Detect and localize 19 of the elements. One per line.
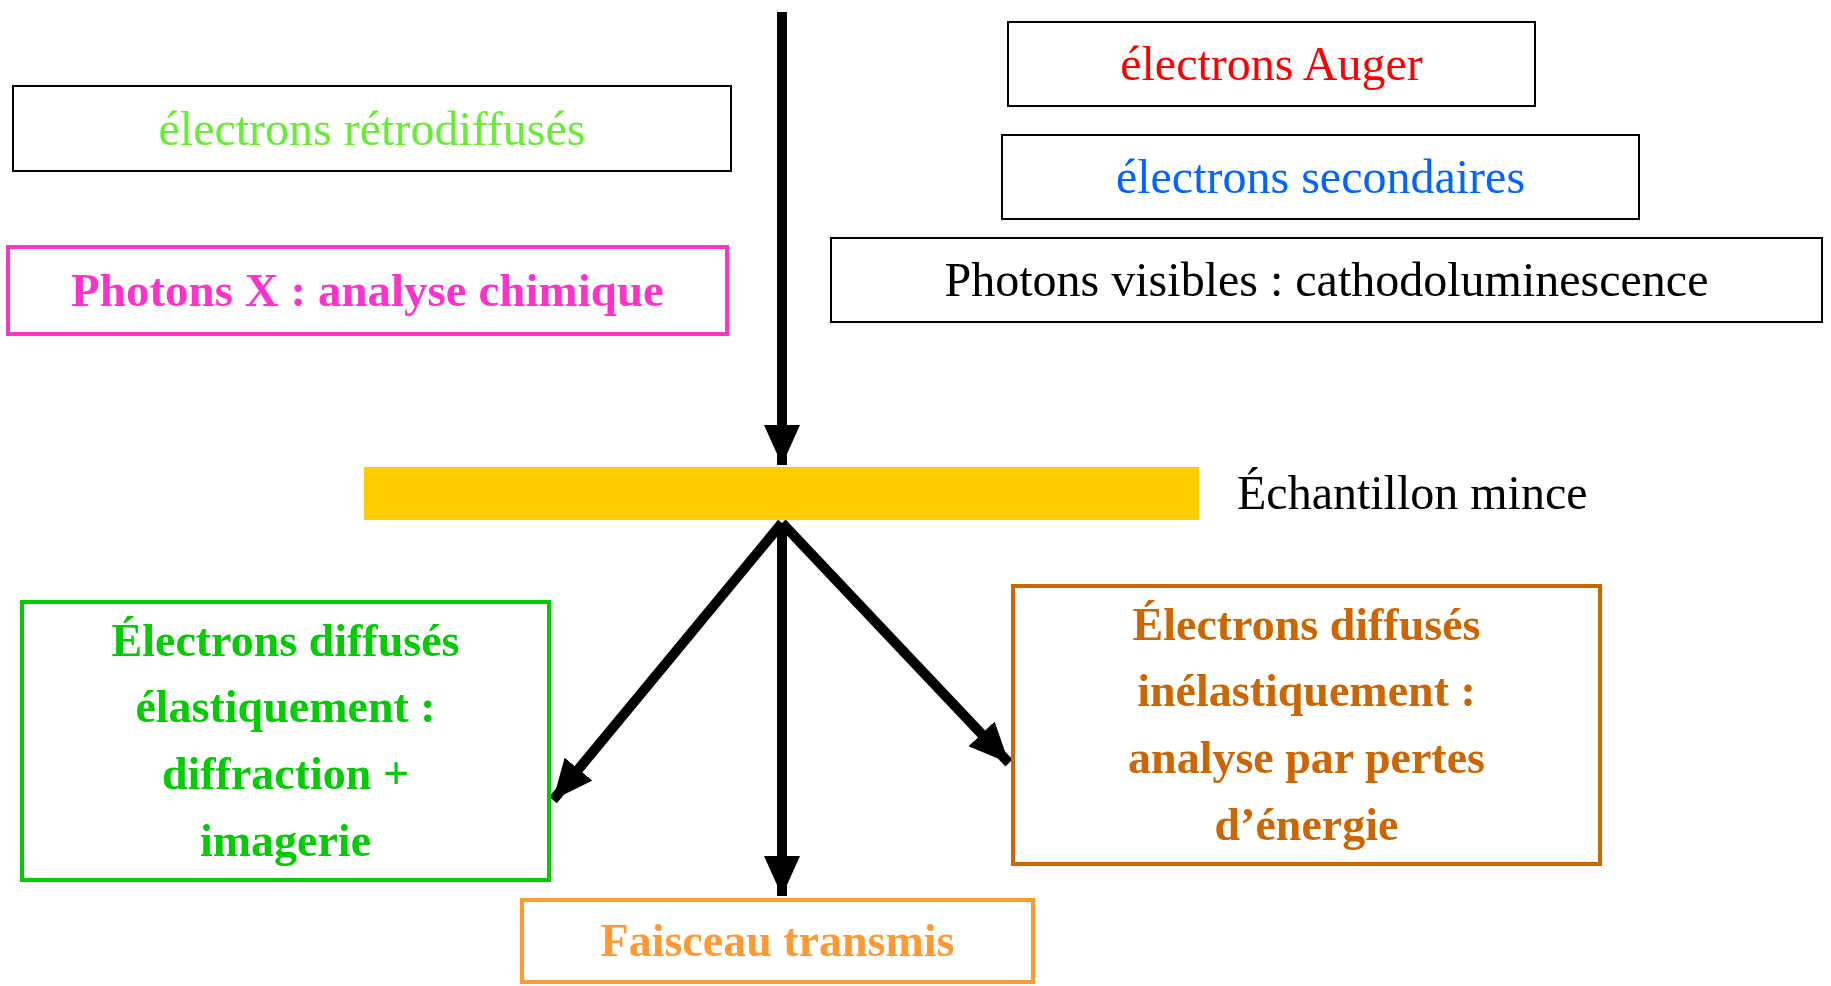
arrow [764, 12, 800, 465]
box-label: Électrons diffusés inélastiquement : analyse par pertes d’énergie [1127, 597, 1486, 852]
box-label: Électrons diffusés élastiquement : diffraction + imagerie [110, 613, 461, 868]
sample-bar [364, 467, 1199, 520]
text-box [20, 600, 551, 882]
text-box [6, 245, 729, 336]
box-label: électrons Auger [1120, 36, 1423, 93]
box-label: Faisceau transmis [600, 913, 955, 968]
text-box [520, 898, 1035, 984]
sample-label: Échantillon mince [1237, 465, 1588, 520]
text-box [12, 85, 732, 172]
box-label: électrons rétrodiffusés [158, 100, 586, 157]
text-box [830, 237, 1823, 323]
box-label: électrons secondaires [1115, 149, 1526, 206]
text-box [1007, 21, 1536, 107]
box-label: Photons visibles : cathodoluminescence [944, 252, 1709, 309]
text-box [1011, 584, 1602, 866]
box-label: Photons X : analyse chimique [71, 263, 664, 319]
text-box [1001, 134, 1640, 220]
